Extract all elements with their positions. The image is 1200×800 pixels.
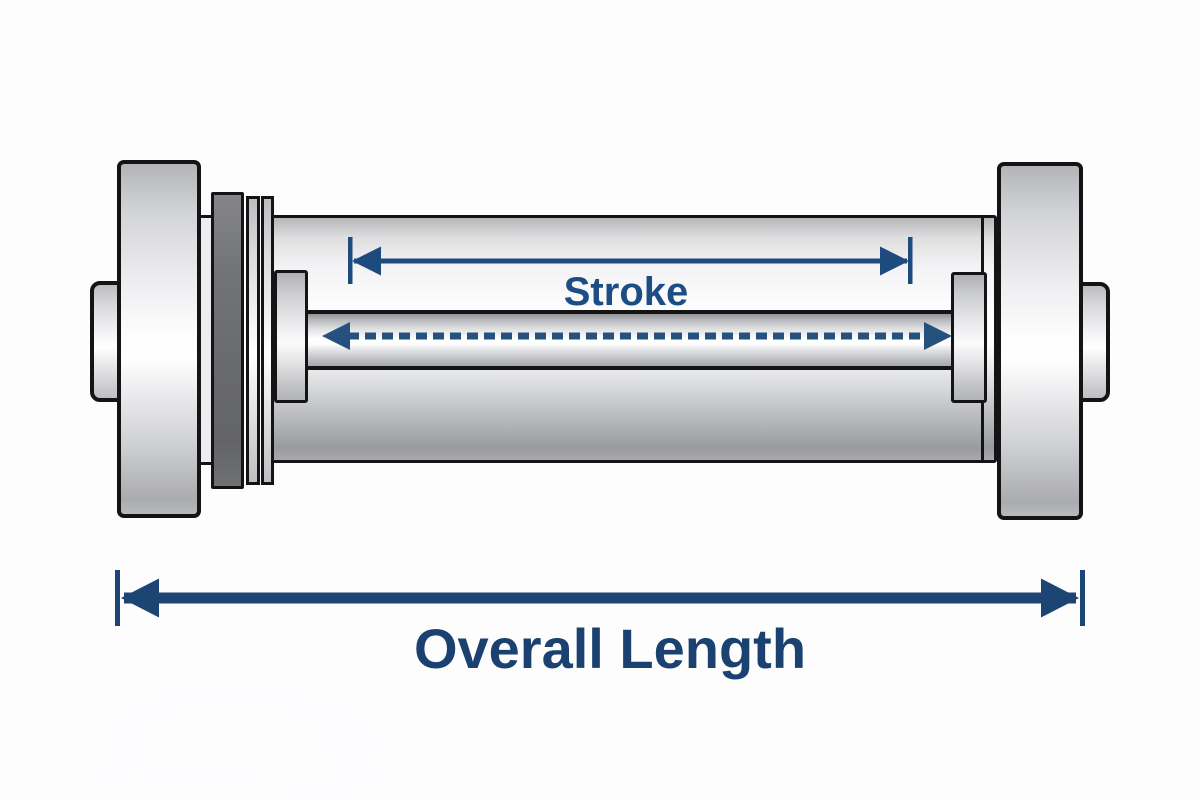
overall-tick-right [1080,570,1085,626]
seal-ring-outer [246,196,260,485]
rod-collar-right [951,272,987,403]
dashed-arrowhead-right [924,322,952,350]
overall-arrowhead-left [121,578,159,618]
overall-tick-left [115,570,120,626]
stroke-tick-left [348,237,353,284]
overall-arrowhead-right [1041,578,1079,618]
overall-length-dimension-arrow [115,570,1085,626]
end-cap-left [117,160,201,518]
seal-ring-inner [261,196,274,485]
piston-travel-dashed-arrow [322,322,952,350]
stroke-arrowhead-left [352,246,381,276]
piston-rod [295,310,960,370]
seal-ring-dark [211,192,244,489]
end-cap-right [997,162,1083,520]
stroke-label: Stroke [563,270,689,314]
rod-gland-left [274,270,308,403]
overall-length-label: Overall Length [413,617,807,680]
stroke-arrowhead-right [880,246,909,276]
stroke-tick-right [908,237,913,284]
dashed-arrowhead-left [322,322,350,350]
stroke-dimension-arrow [348,237,913,284]
